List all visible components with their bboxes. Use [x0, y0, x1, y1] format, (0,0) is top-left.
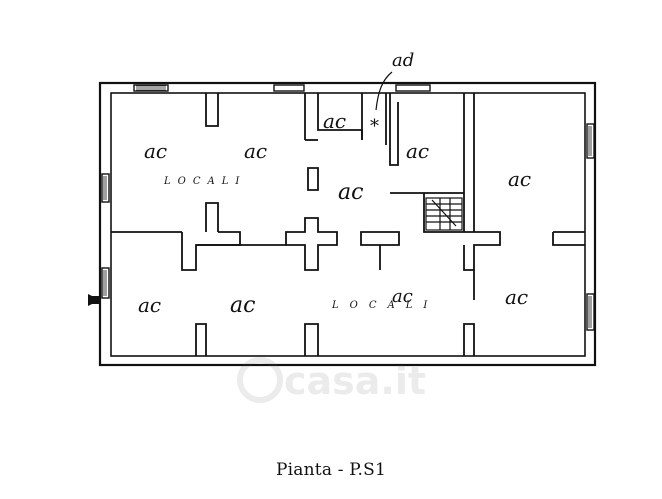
annotation-ad-label: ad	[392, 50, 414, 71]
room-label-ac-center: ac	[338, 180, 363, 205]
annotation-arrow	[375, 71, 393, 111]
outer-walls	[98, 81, 597, 367]
room-label-ac-upper-right: ac	[508, 167, 531, 191]
room-label-ac-lower-second: ac	[230, 293, 255, 318]
star-mark: *	[370, 116, 379, 137]
room-label-ac-upper-left-2: ac	[244, 139, 267, 163]
interior-walls	[111, 93, 585, 356]
room-label-ac-upper-left-1: ac	[144, 139, 167, 163]
room-label-ac-lower-right: ac	[505, 285, 528, 309]
entrance-marker	[88, 294, 100, 306]
window-hatching	[103, 85, 592, 328]
room-label-ac-lower-left: ac	[138, 293, 161, 317]
locali-label-upper: LOCALI	[163, 176, 246, 187]
room-labels: ad * ac ac ac ac ac ac ac ac ac ac LOCAL…	[138, 50, 531, 318]
room-label-ac-small-box: ac	[323, 109, 346, 133]
plan-caption: Pianta - P.S1	[276, 460, 386, 480]
room-label-ac-middle-right: ac	[406, 139, 429, 163]
staircase	[425, 197, 463, 231]
watermark: casa.it	[237, 357, 426, 403]
locali-label-lower: LOCALI	[331, 300, 438, 311]
room-label-ac-lower-center: ac	[392, 286, 413, 307]
watermark-text: casa.it	[284, 359, 426, 403]
